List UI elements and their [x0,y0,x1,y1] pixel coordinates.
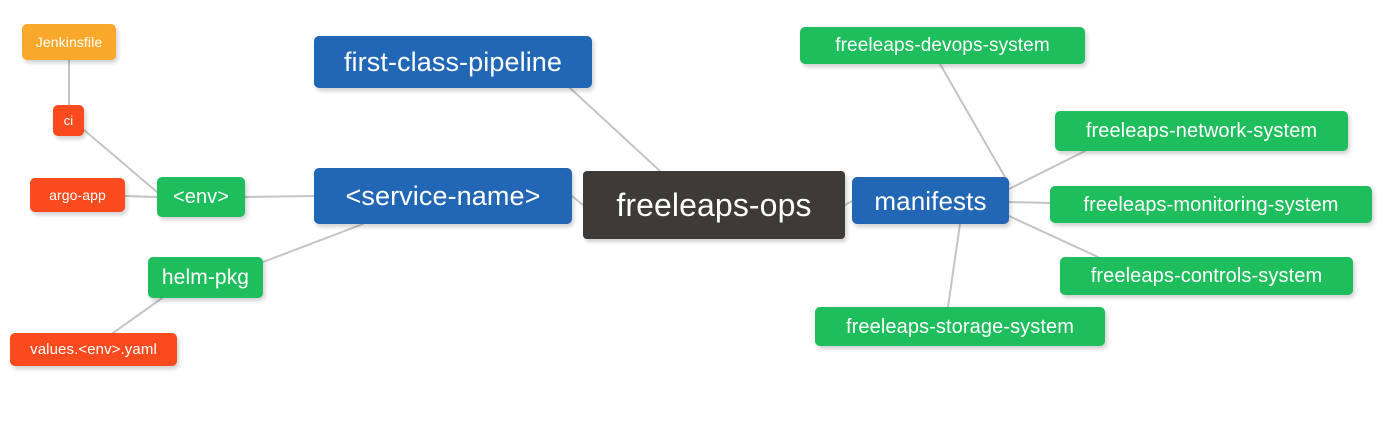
mindmap-node-freeleaps-monitoring-system[interactable]: freeleaps-monitoring-system [1050,186,1372,223]
mindmap-node-service-name[interactable]: <service-name> [314,168,572,224]
mindmap-node-freeleaps-ops[interactable]: freeleaps-ops [583,171,845,239]
mindmap-node-first-class-pipeline[interactable]: first-class-pipeline [314,36,592,88]
edge-env-to-service-name [244,195,315,198]
mindmap-node-label: values.<env>.yaml [30,341,157,358]
mindmap-node-label: manifests [874,185,987,216]
edge-service-name-to-freeleaps-ops [571,195,584,206]
mindmap-node-label: freeleaps-controls-system [1090,265,1323,287]
mindmap-node-label: freeleaps-storage-system [845,315,1075,338]
mindmap-node-label: freeleaps-network-system [1085,120,1318,142]
mindmap-node-label: ci [63,113,74,128]
edge-helm-pkg-to-values-yaml [112,295,166,334]
mindmap-node-jenkinsfile[interactable]: Jenkinsfile [22,24,116,60]
edge-first-class-pipeline-to-freeleaps-ops [569,87,661,172]
mindmap-node-argo-app[interactable]: argo-app [30,178,125,212]
mindmap-node-label: argo-app [49,187,106,203]
mindmap-node-label: <env> [172,186,230,208]
mindmap-node-label: Jenkinsfile [35,34,103,50]
mindmap-node-label: freeleaps-devops-system [835,35,1050,56]
edge-freeleaps-ops-to-manifests [844,200,853,206]
mindmap-node-label: helm-pkg [161,266,250,289]
mindmap-node-helm-pkg[interactable]: helm-pkg [148,257,263,298]
mindmap-node-manifests[interactable]: manifests [852,177,1009,224]
edge-freeleaps-monitoring-system-to-manifests [1008,201,1051,204]
mindmap-node-ci[interactable]: ci [53,105,84,136]
edge-freeleaps-storage-system-to-manifests [947,223,961,308]
mindmap-node-freeleaps-network-system[interactable]: freeleaps-network-system [1055,111,1348,151]
mindmap-node-values-yaml[interactable]: values.<env>.yaml [10,333,177,366]
mindmap-node-freeleaps-controls-system[interactable]: freeleaps-controls-system [1060,257,1353,295]
mindmap-node-freeleaps-storage-system[interactable]: freeleaps-storage-system [815,307,1105,346]
mindmap-node-label: <service-name> [345,180,541,211]
edge-argo-app-to-env [124,195,158,198]
mindmap-node-label: first-class-pipeline [343,46,563,77]
edge-service-name-to-helm-pkg [262,223,364,263]
edge-freeleaps-network-system-to-manifests [1008,150,1086,190]
edge-freeleaps-devops-system-to-manifests [939,63,1010,185]
mindmap-node-env[interactable]: <env> [157,177,245,217]
mindmap-node-freeleaps-devops-system[interactable]: freeleaps-devops-system [800,27,1085,64]
mindmap-node-label: freeleaps-ops [616,187,812,223]
mindmap-node-label: freeleaps-monitoring-system [1083,193,1339,216]
